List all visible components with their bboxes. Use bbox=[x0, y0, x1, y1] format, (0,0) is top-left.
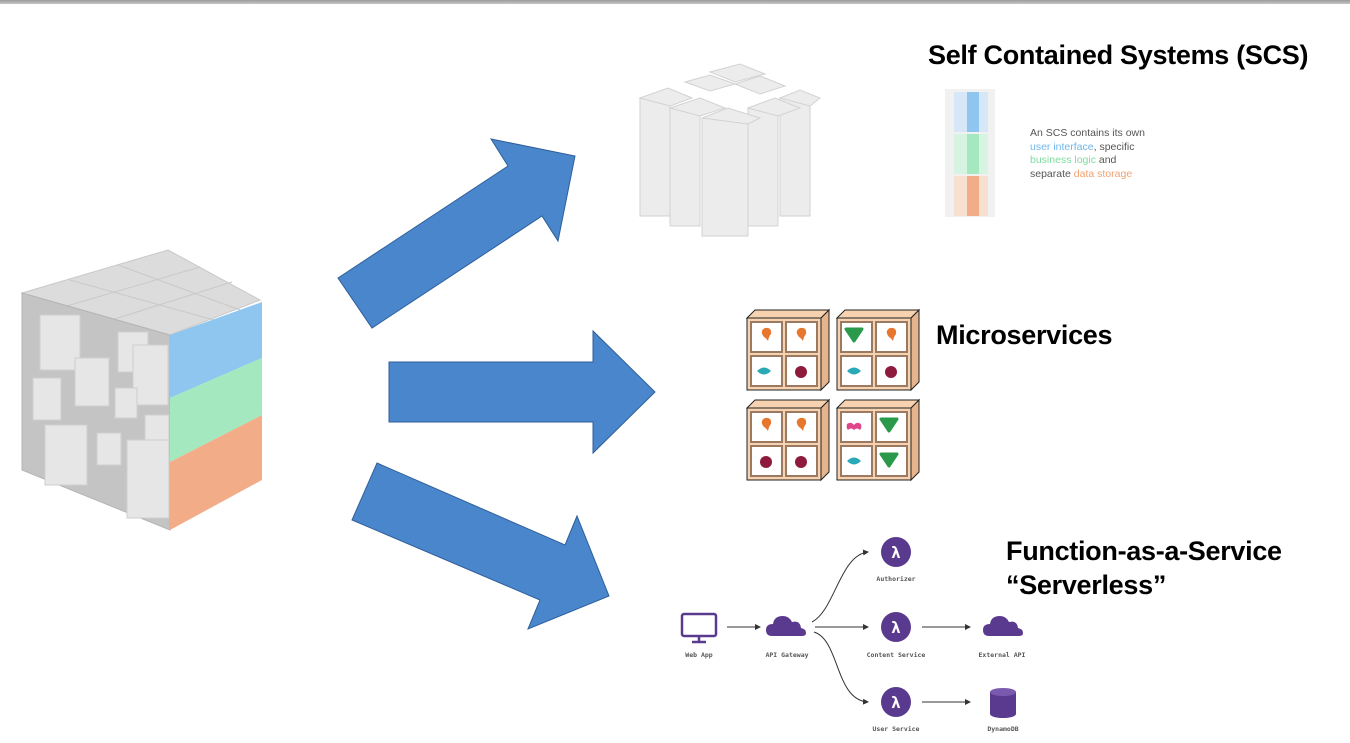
svg-text:λ: λ bbox=[891, 543, 901, 562]
inner-box bbox=[39, 314, 81, 371]
microservices-illustration bbox=[746, 309, 920, 481]
faas-title-line2: “Serverless” bbox=[1006, 570, 1167, 600]
inner-box bbox=[132, 344, 169, 406]
cube-logic-layer bbox=[170, 358, 262, 462]
faas-diagram: Web App API Gateway λ Authorizer λ Conte… bbox=[680, 537, 1026, 733]
node-label-content-service: Content Service bbox=[867, 651, 926, 659]
cloud-icon bbox=[983, 616, 1023, 636]
service-box bbox=[746, 399, 830, 481]
inner-box bbox=[126, 439, 170, 519]
top-border bbox=[0, 0, 1350, 4]
connector bbox=[811, 549, 869, 623]
desc-storage: data storage bbox=[1073, 167, 1133, 180]
desc-logic: business logic bbox=[1030, 154, 1096, 166]
faas-title-line1: Function-as-a-Service bbox=[1006, 536, 1282, 566]
desc-text: separate bbox=[1030, 167, 1074, 180]
scs-pillars-illustration bbox=[638, 63, 821, 237]
scs-data-segment bbox=[967, 176, 979, 216]
cube-ui-layer bbox=[170, 302, 262, 398]
cloud-icon bbox=[766, 616, 806, 636]
node-label-dynamodb: DynamoDB bbox=[987, 725, 1018, 733]
service-box-3-shapes bbox=[760, 417, 807, 468]
microservices-title: Microservices bbox=[936, 320, 1113, 350]
svg-text:λ: λ bbox=[891, 693, 901, 712]
node-label-external-api: External API bbox=[979, 651, 1026, 659]
service-box bbox=[836, 399, 920, 481]
connector bbox=[813, 631, 869, 705]
arrow-to-scs bbox=[337, 138, 576, 329]
service-box-1-shapes bbox=[757, 327, 807, 378]
node-label-web-app: Web App bbox=[685, 651, 712, 659]
lambda-icon-authorizer: λ bbox=[881, 537, 911, 567]
node-label-api-gateway: API Gateway bbox=[765, 651, 808, 659]
cube-data-layer bbox=[170, 415, 262, 530]
scs-logic-segment bbox=[967, 134, 979, 174]
node-label-authorizer: Authorizer bbox=[876, 575, 915, 583]
svg-text:λ: λ bbox=[891, 618, 901, 637]
scs-pillar bbox=[701, 117, 749, 237]
scs-ui-segment bbox=[967, 92, 979, 132]
service-box-4-shapes bbox=[846, 417, 899, 468]
scs-column-illustration bbox=[945, 89, 995, 217]
service-box bbox=[746, 309, 830, 391]
desc-line: An SCS contains its own bbox=[1030, 127, 1145, 139]
desc-text: , specific bbox=[1093, 140, 1135, 153]
arrow-to-faas bbox=[351, 462, 610, 630]
arrow-to-microservices bbox=[388, 329, 656, 455]
inner-box bbox=[96, 432, 122, 466]
scs-pillar bbox=[639, 97, 671, 217]
service-box-2-shapes bbox=[844, 327, 897, 378]
scs-pillar bbox=[747, 107, 779, 227]
inner-box bbox=[44, 424, 88, 486]
lambda-icon-user-service: λ bbox=[881, 687, 911, 717]
node-label-user-service: User Service bbox=[873, 725, 920, 733]
desc-text: and bbox=[1095, 154, 1117, 166]
scs-description: An SCS contains its own user interface, … bbox=[1030, 127, 1145, 181]
scs-pillar bbox=[669, 107, 701, 227]
desc-ui: user interface bbox=[1030, 140, 1094, 153]
lambda-icon-content-service: λ bbox=[881, 612, 911, 642]
inner-box bbox=[74, 357, 110, 407]
service-box bbox=[836, 309, 920, 391]
monolith-cube bbox=[20, 249, 262, 531]
scs-pillar bbox=[779, 97, 811, 217]
scs-title: Self Contained Systems (SCS) bbox=[928, 40, 1309, 70]
inner-box bbox=[114, 387, 138, 419]
monitor-icon bbox=[680, 612, 718, 644]
database-icon bbox=[990, 688, 1016, 718]
faas-title: Function-as-a-Service “Serverless” bbox=[1006, 534, 1282, 602]
inner-box bbox=[32, 377, 62, 421]
